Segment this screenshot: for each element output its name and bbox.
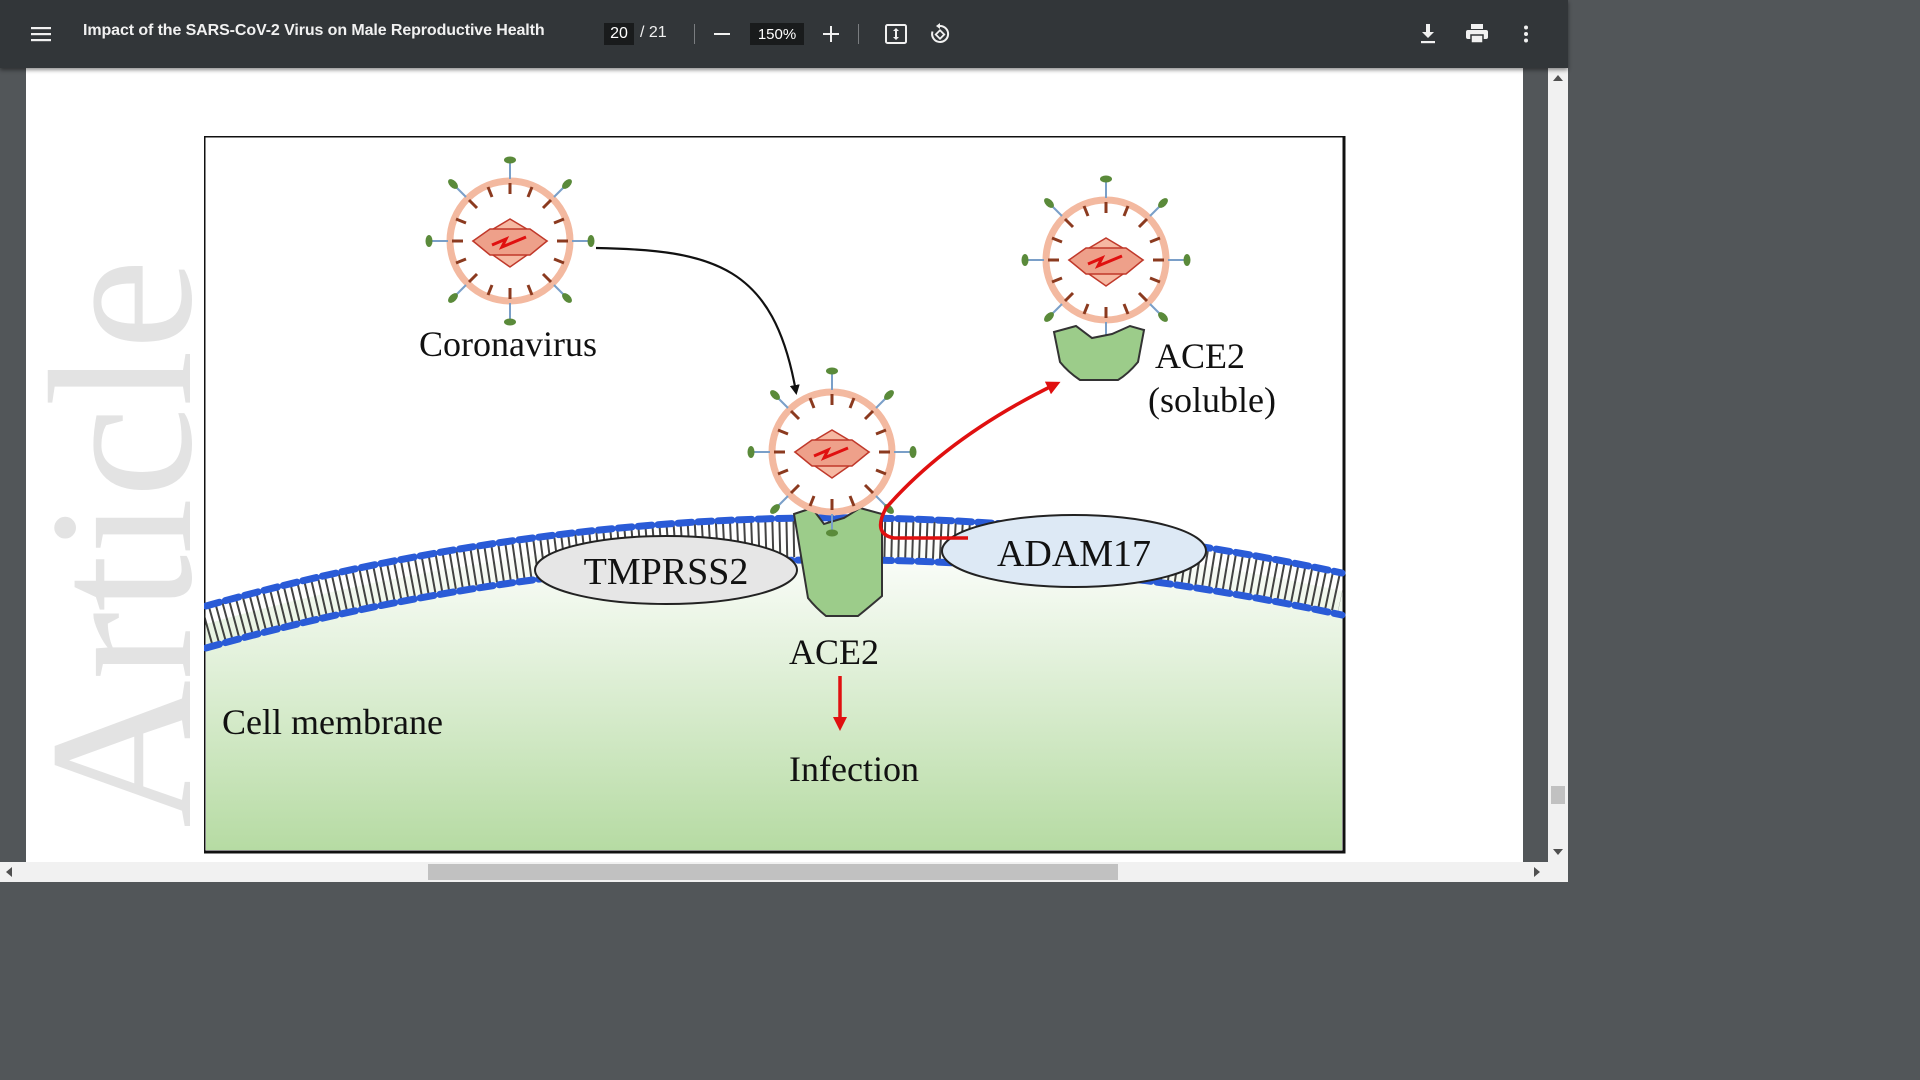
coronavirus-soluble-complex <box>1022 176 1191 345</box>
adam17-protein <box>941 514 1207 588</box>
download-icon[interactable] <box>1410 16 1446 52</box>
binding-arrow <box>595 246 800 395</box>
scroll-up-arrow-icon[interactable] <box>1553 75 1563 81</box>
vertical-scrollbar[interactable] <box>1548 68 1568 862</box>
pdf-page: Article <box>8 68 1523 862</box>
coronavirus-free <box>426 157 595 326</box>
ace2-label: ACE2 <box>789 632 879 672</box>
scroll-left-arrow-icon[interactable] <box>6 867 12 877</box>
rotate-icon[interactable] <box>922 16 958 52</box>
tmprss2-label: TMPRSS2 <box>584 551 749 593</box>
pdf-viewer[interactable]: Article <box>0 68 1548 862</box>
print-icon[interactable] <box>1459 16 1495 52</box>
pdf-toolbar: Impact of the SARS-CoV-2 Virus on Male R… <box>0 0 1568 68</box>
fit-to-page-icon[interactable] <box>878 16 914 52</box>
infection-label: Infection <box>789 749 919 789</box>
article-watermark: Article <box>8 259 232 828</box>
figure-ace2-infection-mechanism: TMPRSS2 ADAM17 ACE2 Infection Cell membr… <box>204 136 1347 854</box>
cytoplasm <box>206 535 1342 850</box>
page-total: / 21 <box>640 24 667 41</box>
horizontal-scrollbar-thumb[interactable] <box>428 864 1118 880</box>
ace2-soluble <box>1052 324 1146 381</box>
page-number-input[interactable]: 20 <box>604 23 634 45</box>
ace2-soluble-label-line2: (soluble) <box>1148 380 1276 420</box>
hamburger-menu-icon[interactable] <box>23 16 59 52</box>
scroll-right-arrow-icon[interactable] <box>1534 867 1540 877</box>
scroll-down-arrow-icon[interactable] <box>1553 849 1563 855</box>
adam17-label: ADAM17 <box>997 533 1151 575</box>
watermark-text: Article <box>8 259 232 828</box>
toolbar-divider <box>858 24 859 44</box>
toolbar-divider <box>694 24 695 44</box>
ace2-soluble-label-line1: ACE2 <box>1155 336 1245 376</box>
coronavirus-label: Coronavirus <box>419 324 597 364</box>
shedding-arrow <box>878 381 1061 540</box>
cell-membrane-label: Cell membrane <box>222 702 443 742</box>
document-title: Impact of the SARS-CoV-2 Virus on Male R… <box>83 22 545 39</box>
ace2-receptor <box>792 506 883 617</box>
plus-icon[interactable] <box>813 16 849 52</box>
tmprss2-protein <box>534 535 798 605</box>
zoom-level-input[interactable]: 150% <box>750 23 804 45</box>
more-vertical-icon[interactable] <box>1508 16 1544 52</box>
minus-icon[interactable] <box>704 16 740 52</box>
coronavirus-bound <box>748 368 917 537</box>
vertical-scrollbar-thumb[interactable] <box>1551 786 1565 804</box>
